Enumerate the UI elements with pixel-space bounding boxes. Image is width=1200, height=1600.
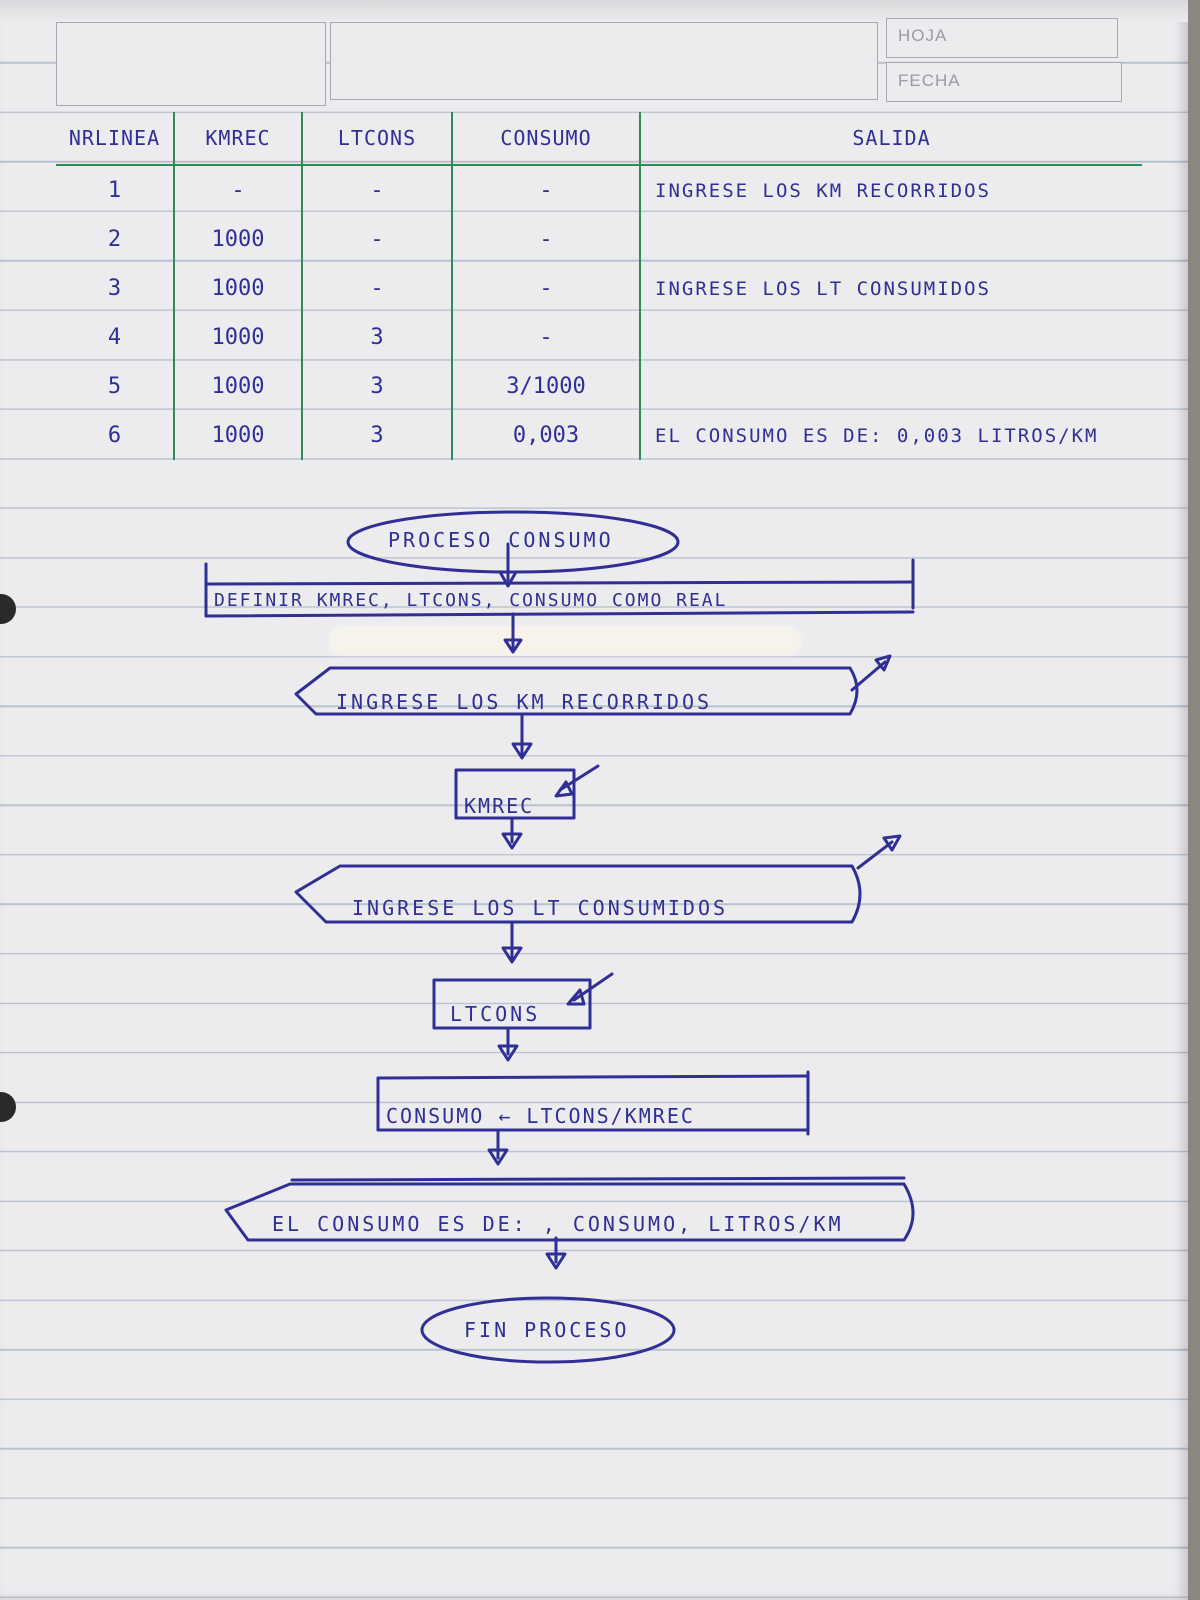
table-row: 3 1000 - - INGRESE LOS LT CONSUMIDOS [56,264,1142,313]
table-cell: 3 [107,276,122,301]
header-box-middle [330,22,878,100]
assignment-label: CONSUMO ← LTCONS/KMREC [386,1104,695,1128]
table-row: 6 1000 3 0,003 EL CONSUMO ES DE: 0,003 L… [56,411,1142,460]
input-arrow-icon [554,764,600,798]
table-row: 4 1000 3 - [56,313,1142,362]
column-header: LTCONS [301,112,452,166]
table-row: 2 1000 - - [56,215,1142,264]
table-cell: 3/1000 [451,362,640,411]
output-arrow-icon [850,654,892,692]
table-cell: EL CONSUMO ES DE: 0,003 LITROS/KM [639,411,1142,460]
trace-table-header: NRLINEA KMREC LTCONS CONSUMO SALIDA [56,112,1142,166]
table-cell: 1000 [173,411,302,460]
column-header: KMREC [173,112,302,166]
define-label: DEFINIR KMREC, LTCONS, CONSUMO COMO REAL [214,590,728,611]
table-cell: - [451,264,640,313]
output-screen-shape [294,666,859,716]
arrow-down-icon [501,920,523,964]
column-header: NRLINEA [56,112,174,166]
output-screen-shape [294,864,862,924]
input-box-shape [454,768,576,820]
table-row: 1 - - - INGRESE LOS KM RECORRIDOS [56,165,1142,215]
table-cell: 3 [301,313,452,362]
table-cell: - [301,264,452,313]
table-cell: 1000 [173,362,302,411]
start-label: PROCESO CONSUMO [388,528,614,552]
output-2-label: INGRESE LOS LT CONSUMIDOS [352,896,729,920]
table-cell [639,313,1142,362]
define-box-shape [204,558,915,618]
table-cell: INGRESE LOS KM RECORRIDOS [639,165,1142,215]
table-cell: 1000 [173,313,302,362]
input-box-shape [432,978,592,1030]
table-cell: - [173,165,302,215]
output-1-label: INGRESE LOS KM RECORRIDOS [336,690,713,714]
table-cell: - [451,215,640,264]
arrow-down-icon [545,1236,567,1270]
table-cell: 3 [301,411,452,460]
table-cell: 6 [107,423,122,448]
page-edge [0,0,1188,22]
arrow-down-icon [487,1130,509,1166]
table-row: 5 1000 3 3/1000 [56,362,1142,411]
column-header: SALIDA [639,112,1142,166]
fecha-label: FECHA [898,71,961,90]
hoja-label: HOJA [898,26,948,45]
binder-hole-top [0,594,16,624]
table-cell [639,362,1142,411]
output-screen-shape [224,1182,915,1242]
column-header: CONSUMO [451,112,640,166]
output-3-label: EL CONSUMO ES DE: , CONSUMO, LITROS/KM [272,1212,844,1236]
input-2-label: LTCONS [450,1002,541,1026]
table-cell: 2 [107,227,122,252]
table-cell: 4 [107,325,122,350]
table-cell: - [301,165,452,215]
fecha-box [886,62,1122,102]
assignment-box-shape [376,1070,810,1136]
end-terminal-shape [420,1296,676,1364]
arrow-down-icon [497,1026,519,1062]
table-cell: - [451,313,640,362]
input-1-label: KMREC [464,794,535,818]
correction-fluid-mark [330,628,800,654]
table-cell: INGRESE LOS LT CONSUMIDOS [639,264,1142,313]
end-label: FIN PROCESO [464,1318,630,1342]
table-cell: 1000 [173,264,302,313]
binder-hole-bottom [0,1092,16,1122]
header-box-left [56,22,326,106]
arrow-down-icon [503,612,523,654]
table-cell [639,215,1142,264]
input-arrow-icon [566,972,614,1006]
table-cell: 5 [107,374,122,399]
output-arrow-icon [856,834,902,870]
arrow-down-icon [501,816,523,850]
table-cell: 3 [301,362,452,411]
arrow-down-icon [498,542,518,588]
table-cell: - [451,165,640,215]
arrow-down-icon [511,714,533,760]
trace-table: NRLINEA KMREC LTCONS CONSUMO SALIDA 1 - … [56,112,1142,460]
table-cell: 1000 [173,215,302,264]
table-cell: - [301,215,452,264]
table-cell: 1 [107,178,122,203]
table-cell: 0,003 [451,411,640,460]
hoja-box [886,18,1118,58]
